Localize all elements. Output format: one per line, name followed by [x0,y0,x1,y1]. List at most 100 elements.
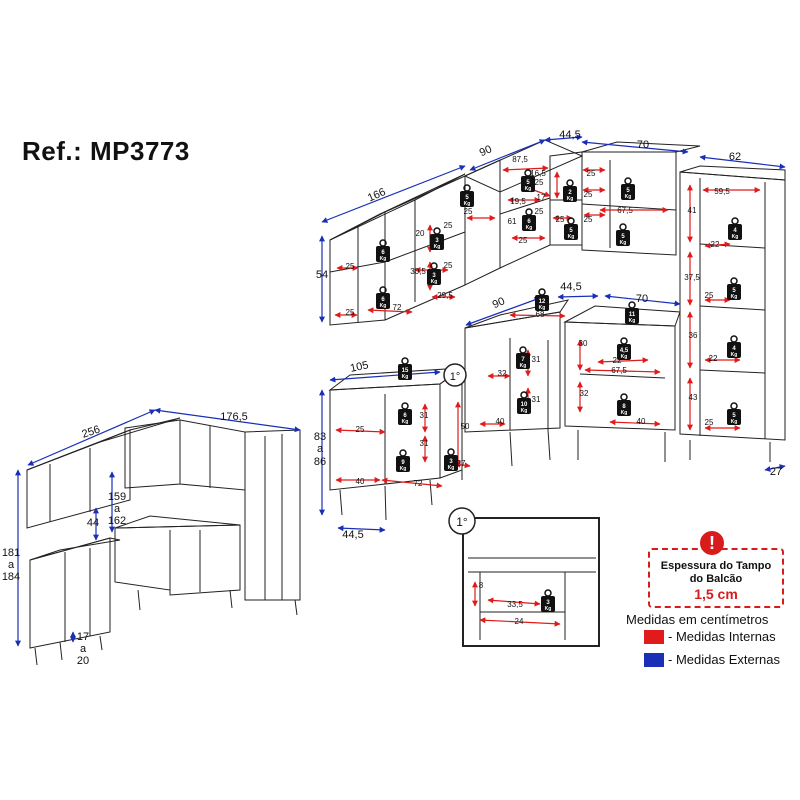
external-dim-line [581,139,689,155]
internal-dim-label-i25: 30,5 [410,267,426,276]
weight-icon: 5Kg [616,223,630,246]
weight-icon: 4Kg [727,335,741,358]
overview-tall-cabinet [244,429,301,601]
weight-icon: 8Kg [617,393,631,416]
weight-unit: Kg [402,374,409,380]
internal-dim-label-i13: 67,5 [617,206,633,215]
external-dim-line [337,525,386,533]
weight-unit: Kg [545,606,552,612]
internal-dim-line [487,597,541,607]
internal-dim-label-i3: 25 [535,178,544,187]
external-dim-line [27,409,156,466]
weight-unit: Kg [567,196,574,202]
internal-dim-label-i27: 25 [346,262,355,271]
external-dim-label-e21: 44 [87,517,99,529]
weight-unit: Kg [431,279,438,285]
weight-unit: Kg [568,234,575,240]
dimension-labels: 9044,57062166549044,57010583a8644,527256… [2,129,782,667]
legend-external: - Medidas Externas [644,652,780,667]
weight-icon: 4Kg [728,217,742,240]
external-dim-label-e1: 90 [478,143,494,159]
weight-icon: 6Kg [376,239,390,262]
external-dim-label-e5: 166 [366,186,388,204]
weight-icon: 5Kg [521,169,535,192]
internal-dim-label-i49: 8 [479,581,484,590]
external-dim-label-e14: 44,5 [342,529,363,541]
internal-dim-line [597,357,649,365]
weight-unit: Kg [625,194,632,200]
weight-value-w21: 10 [521,402,528,408]
weight-value-w9: 5 [732,288,736,294]
external-dim-label-e16: 256 [80,424,101,441]
weight-icon: 2Kg [563,179,577,202]
corner-base-cabinet [464,311,561,433]
detail-frame [462,517,600,647]
weight-unit: Kg [380,303,387,309]
weight-unit: Kg [621,410,628,416]
external-dim-label-e15: 27 [770,466,782,478]
external-dim-label-e2: 44,5 [559,129,580,141]
weight-icon: 5Kg [564,217,578,240]
warning-line-2: do Balcão [689,573,743,585]
internal-dim-label-i30: 29,5 [437,291,453,300]
internal-dim-label-i17: 37,5 [684,273,700,282]
internal-dim-label-i26: 25 [444,261,453,270]
external-dim-line [329,369,441,383]
internal-dim-line [335,427,386,435]
internal-dim-label-i29: 25 [346,308,355,317]
internal-dim-label-i45: 31 [420,439,429,448]
detail-callout-label: 1° [450,371,461,383]
external-dim-label-e24: 184 [2,571,20,583]
internal-dim-label-i10: 25 [584,190,593,199]
internal-dim-label-i22: 25 [705,418,714,427]
internal-dim-label-i38: 31 [532,355,541,364]
legend-caption: Medidas em centímetros [626,612,769,627]
internal-dim-label-i19: 36 [689,331,698,340]
external-dim-line [699,154,786,170]
external-dim-label-e12: a [317,443,324,455]
weight-value-w15: 3 [432,273,436,279]
weight-icon: 9Kg [396,449,410,472]
external-dimension-lines [15,134,786,647]
weight-unit: Kg [434,244,441,250]
internal-dim-label-i32: 68 [536,310,545,319]
weight-icon: 6Kg [376,286,390,309]
internal-dim-label-i34: 22 [613,356,622,365]
external-dim-line [469,139,546,171]
weight-value-w3: 2 [568,190,572,196]
external-dim-line [604,293,681,307]
internal-dim-line [609,419,661,427]
internal-dim-label-i5: 19,5 [510,197,526,206]
weight-value-w16: 12 [539,299,546,305]
internal-dim-label-i51: 24 [515,617,524,626]
weight-unit: Kg [521,408,528,414]
external-dim-label-e9: 70 [636,293,648,305]
weight-unit: Kg [464,201,471,207]
weight-value-w8: 4 [733,228,737,234]
weight-icon: 3Kg [444,448,458,471]
weight-icon: 5Kg [727,277,741,300]
weight-value-w11: 5 [732,413,736,419]
weight-icon: 5Kg [727,402,741,425]
internal-dim-line [381,477,443,489]
weight-unit: Kg [629,318,636,324]
weight-unit: Kg [731,352,738,358]
weight-value-w4: 5 [626,188,630,194]
weight-value-w22: 8 [622,404,626,410]
internal-dim-label-i46: 40 [356,477,365,486]
internal-dim-label-i21: 43 [689,393,698,402]
weight-value-w7: 5 [621,234,625,240]
external-dim-line [154,407,301,433]
external-dim-line [764,464,786,472]
internal-dim-label-i50: 33,5 [507,600,523,609]
internal-dim-label-i16: 22 [711,240,720,249]
internal-dim-label-i15: 41 [688,206,697,215]
legend-internal-label: - Medidas Internas [668,629,776,644]
external-dim-label-e4: 62 [729,151,741,163]
detail-callout-circle [443,363,467,387]
weight-value-w1: 5 [465,195,469,201]
weight-icon: 5Kg [621,177,635,200]
